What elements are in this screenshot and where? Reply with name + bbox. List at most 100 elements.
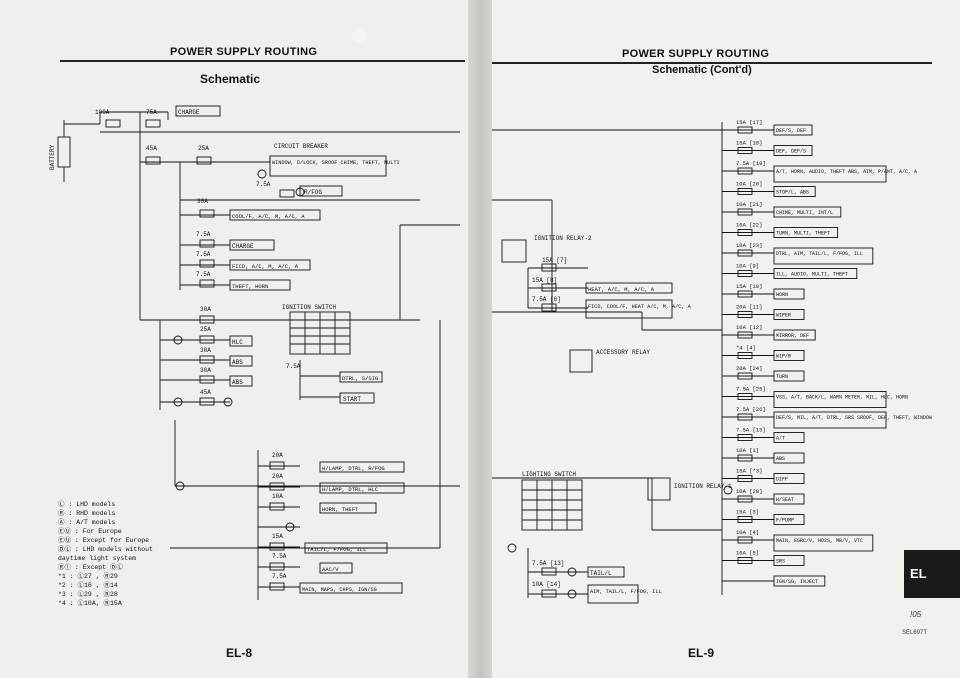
circuit-fuse-symbol: [737, 352, 753, 359]
circuit-label-box: [773, 288, 805, 300]
side-mark: !05: [910, 610, 922, 619]
circuit-fuse-label: 15A [3]: [736, 509, 759, 516]
circuit-fuse-symbol: [737, 249, 753, 257]
fuse-7-5a-41b: 7.5A: [196, 231, 211, 238]
fuse-25a: 25A: [198, 145, 209, 152]
left-fuse-5: 10A [14]: [532, 581, 561, 588]
circuit-fuse-symbol: [737, 475, 753, 482]
label-tail-r: TAIL/L: [590, 570, 612, 577]
label-charge: CHARGE: [232, 243, 254, 250]
circuit-label-box: [773, 227, 839, 238]
left-fuse-2: 15A [8]: [532, 277, 557, 284]
legend-row: ⒺⓊ : For Europe: [58, 528, 122, 535]
circuit-label: VSS, A/T, BACK/L, WARN METER, MIL, HLC, …: [776, 395, 908, 401]
legend-row: *4 : Ⓛ10A, Ⓡ15A: [58, 600, 122, 607]
left-schematic: 100A 75A 45A 25A 7.5A 30A 7.5A 7.5A 7.5A…: [49, 105, 460, 600]
circuit-label-box: [773, 165, 887, 183]
label-abs-2: ABS: [232, 379, 243, 386]
circuit-label: WIPER: [776, 313, 791, 319]
circuit-label: STOP/L, ABS: [776, 190, 809, 196]
circuit-fuse-symbol: [737, 208, 753, 216]
circuit-fuse-label: *4 [4]: [736, 345, 756, 352]
ign-relay-2-box: [501, 239, 527, 263]
right-page-number: EL-9: [688, 646, 715, 660]
label-aim: AIM, TAIL/L, F/FOG, ILL: [590, 589, 662, 595]
circuit-fuse-label: 20A [24]: [736, 365, 762, 372]
el-section-tab: EL: [904, 550, 960, 598]
circuit-label-box: [773, 124, 813, 136]
circuit-fuse-symbol: [737, 311, 753, 318]
fuse-20a-38: 20A: [272, 473, 283, 480]
circuit-label: DEF/S, MIL, A/T, DTRL, SRS SROOF, DEF, T…: [776, 415, 932, 421]
circuit-fuse-label: 10A [23]: [736, 242, 762, 249]
label-aac: AAC/V: [322, 566, 339, 573]
circuit-label-box: [773, 473, 805, 484]
label-ficd-r: FICD, COOL/F, HEAT A/C, M, A/C, A: [588, 304, 692, 310]
right-page-subheader: Schematic (Cont'd): [652, 64, 752, 76]
battery-label: BATTERY: [49, 144, 56, 170]
fuse-100a: 100A: [95, 109, 110, 116]
left-page: POWER SUPPLY ROUTING Schematic: [0, 0, 470, 678]
circuit-fuse-symbol: [737, 393, 753, 400]
label-cool: COOL/F, A/C, M, A/C, A: [232, 213, 305, 220]
label-tail: TAIL/L, F/FOG, ILL: [307, 546, 366, 553]
fuse-45a-l: 45A: [200, 389, 211, 396]
circuit-label: MIRROR, DEF: [776, 333, 809, 339]
legend-row: Ⓛ : LHD models: [58, 501, 116, 508]
left-page-header: POWER SUPPLY ROUTING: [170, 46, 318, 58]
circuit-fuse-symbol: [737, 167, 753, 175]
circuit-label: DIFF: [776, 477, 788, 483]
circuit-fuse-label: 20A [11]: [736, 304, 762, 311]
circuit-label-box: [773, 350, 805, 361]
legend-row: *3 : Ⓛ29 , Ⓡ28: [58, 591, 118, 598]
accessory-relay-label: ACCESSORY RELAY: [596, 349, 650, 356]
circuit-label-box: [773, 555, 805, 566]
circuit-fuse-label: 10A [20]: [736, 181, 762, 188]
left-page-number: EL-8: [226, 646, 253, 660]
circuit-fuse-label: 10A [4]: [736, 529, 759, 536]
circuit-label-box: [773, 370, 805, 382]
circuit-fuse-label: 15A [10]: [736, 283, 762, 290]
legend-row: *2 : Ⓛ16 , Ⓡ14: [58, 582, 118, 589]
left-page-subheader: Schematic: [200, 72, 261, 86]
circuit-label-box: [773, 493, 805, 505]
circuit-fuse-symbol: [737, 536, 753, 544]
circuit-label: DTRL, AIM, TAIL/L, F/FOG, ILL: [776, 251, 863, 257]
circuit-label-box: [773, 247, 874, 265]
label-rfog: R/FOG: [304, 189, 322, 196]
fuse-7-5a-32: 7.5A: [272, 553, 287, 560]
ignition-switch-label: IGNITION SWITCH: [282, 304, 336, 311]
circuit-label: ABS: [776, 456, 785, 462]
right-header-rule: [492, 62, 932, 64]
circuit-label-box: [773, 206, 842, 218]
legend-row: Ⓡ : RHD models: [58, 510, 116, 517]
circuit-fuse-symbol: [737, 188, 753, 195]
fuse-7-5a-43: 7.5A: [196, 271, 211, 278]
left-fuse-1: 15A [7]: [542, 257, 567, 264]
fuse-7-5a-41a: 7.5A: [256, 181, 271, 188]
circuit-label: SRS: [776, 559, 785, 565]
circuit-fuse-symbol: [737, 229, 753, 236]
left-fuse-4: 7.5A [13]: [532, 560, 564, 567]
fuse-30a: 30A: [197, 198, 208, 205]
label-horn-theft: HORN, THEFT: [322, 506, 359, 513]
circuit-label: CHIME, MULTI, INT/L: [776, 210, 833, 216]
circuit-fuse-symbol: [737, 331, 753, 339]
circuit-fuse-label: 10A [22]: [736, 222, 762, 229]
circuit-fuse-symbol: [737, 495, 753, 503]
legend-row: Ⓡⓛ : Except ⒹⓁ: [58, 564, 124, 571]
circuit-label-box: [773, 534, 874, 552]
circuit-label-box: [773, 145, 813, 156]
circuit-fuse-label: 10A [21]: [736, 201, 762, 208]
circuit-label-box: [773, 391, 887, 408]
circuit-fuse-label: 15A [*3]: [736, 468, 762, 475]
circuit-fuse-symbol: [737, 434, 753, 441]
ign-relay-1-label: IGNITION RELAY-1: [674, 483, 732, 490]
circuit-label: DEF/S, DEF: [776, 128, 806, 134]
circuit-label: TURN: [776, 374, 788, 380]
circuit-label-box: [773, 186, 816, 197]
fuse-20a-37: 20A: [272, 452, 283, 459]
circuit-fuse-label: 10A [12]: [736, 324, 762, 331]
circuit-label-box: [773, 309, 805, 320]
circuit-label: TURN, MULTI, THEFT: [776, 231, 830, 237]
